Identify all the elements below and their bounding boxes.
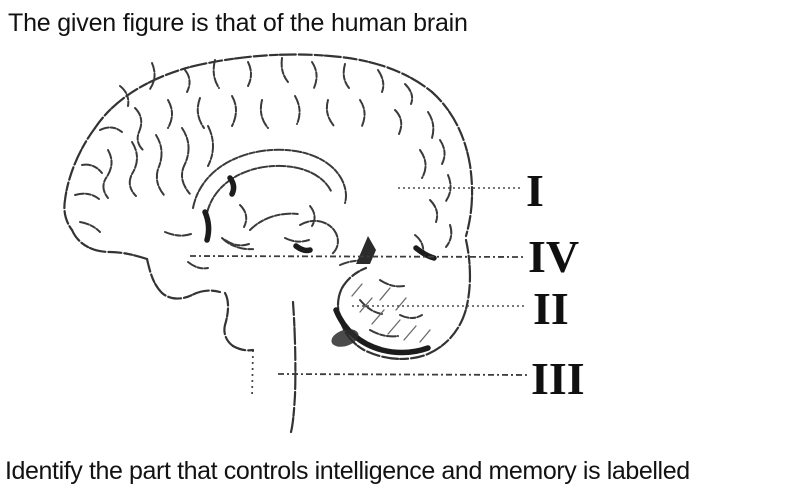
label-III: III <box>531 353 585 404</box>
label-II: II <box>533 283 569 334</box>
arrow-mark <box>356 236 376 264</box>
label-I: I <box>526 165 544 216</box>
inner-structures <box>192 148 347 255</box>
cerebellum-hatching <box>351 283 431 343</box>
leader-line-III <box>277 373 528 376</box>
title-text: The given figure is that of the human br… <box>8 9 468 37</box>
question-text: Identify the part that controls intellig… <box>5 457 690 485</box>
label-IV: IV <box>528 231 579 282</box>
leader-line-IV <box>189 255 524 258</box>
brain-outline <box>63 53 474 434</box>
brain-sketch-strokes <box>74 57 453 338</box>
leader-lines <box>189 187 528 376</box>
dark-accents <box>202 175 437 356</box>
